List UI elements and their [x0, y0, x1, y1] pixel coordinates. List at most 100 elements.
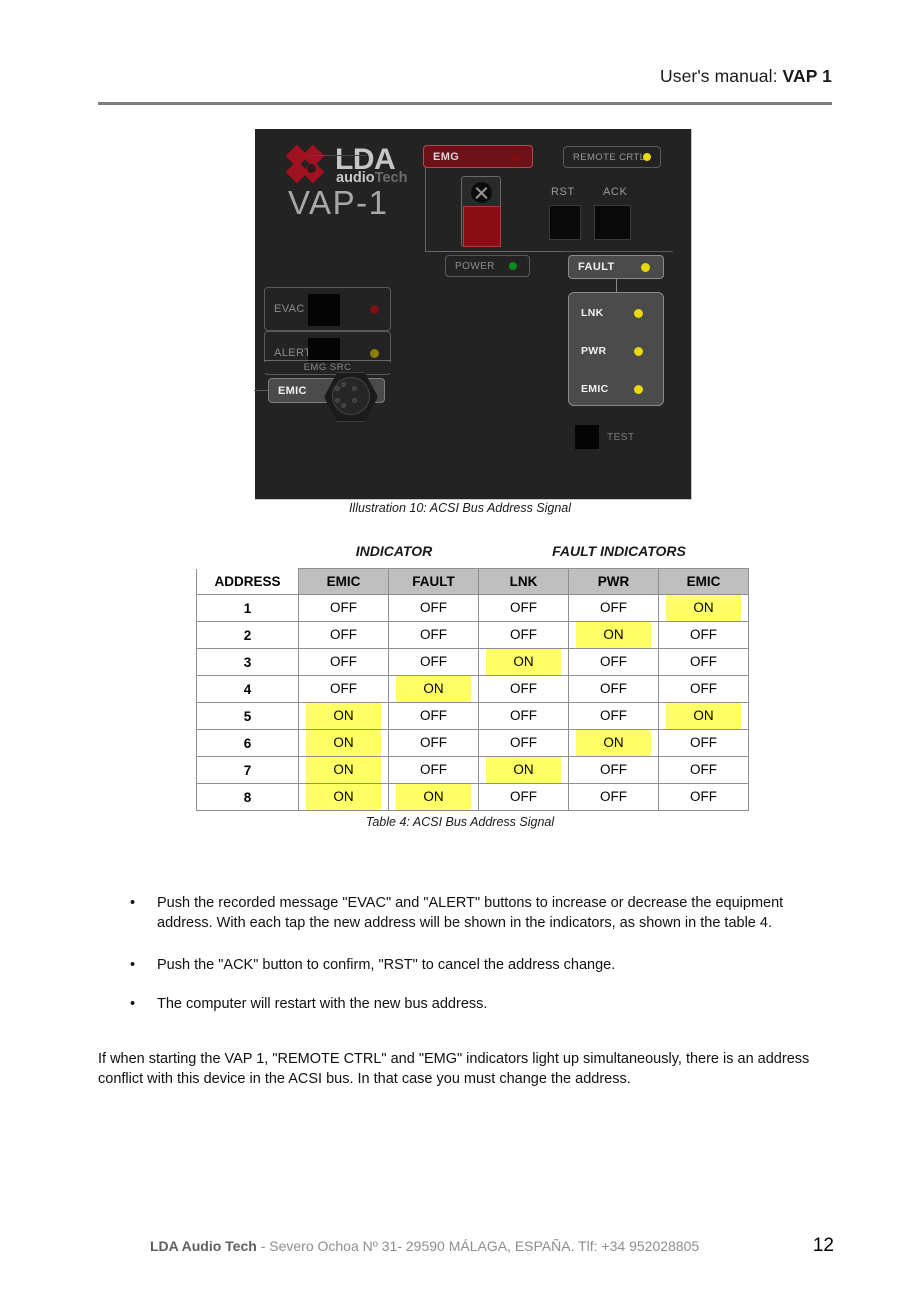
state-off: OFF — [330, 627, 357, 642]
closing-paragraph: If when starting the VAP 1, "REMOTE CTRL… — [98, 1051, 810, 1087]
cell-state: OFF — [298, 594, 389, 622]
bullet-marker: • — [130, 895, 136, 911]
state-off: OFF — [690, 627, 717, 642]
cell-state: OFF — [568, 702, 659, 730]
connector-pin — [335, 386, 340, 391]
connector-face — [332, 377, 370, 415]
connector-pin — [335, 398, 340, 403]
cell-state: OFF — [478, 594, 569, 622]
footer-company: LDA Audio Tech — [150, 1238, 257, 1254]
test-button[interactable] — [575, 425, 599, 449]
state-off: OFF — [690, 735, 717, 750]
cell-state: ON — [388, 783, 479, 811]
state-off: OFF — [330, 654, 357, 669]
fault-lnk-led-icon — [634, 309, 643, 318]
group-label-fault-indicators: FAULT INDICATORS — [552, 543, 686, 559]
ack-button[interactable] — [594, 205, 631, 240]
state-on: ON — [306, 784, 381, 810]
bullet-marker: • — [130, 996, 136, 1012]
state-off: OFF — [600, 654, 627, 669]
state-off: OFF — [420, 735, 447, 750]
state-off: OFF — [600, 762, 627, 777]
cell-state: ON — [388, 675, 479, 703]
fault-emic-label: EMIC — [581, 383, 609, 395]
state-off: OFF — [510, 789, 537, 804]
alert-label: ALERT — [274, 347, 312, 359]
fault-connector-line — [616, 279, 617, 293]
emg-x-icon — [471, 182, 492, 203]
connector-pin — [341, 403, 346, 408]
header-title: User's manual: VAP 1 — [98, 66, 832, 87]
list-item: • Push the "ACK" button to confirm, "RST… — [98, 955, 834, 975]
cell-state: ON — [298, 729, 389, 757]
cell-state: ON — [478, 756, 569, 784]
state-on: ON — [306, 730, 381, 756]
state-off: OFF — [420, 654, 447, 669]
rst-button[interactable] — [549, 205, 581, 240]
state-off: OFF — [510, 600, 537, 615]
cell-address: 7 — [196, 756, 299, 784]
emg-red-button-face[interactable] — [463, 206, 501, 247]
cell-state: OFF — [568, 675, 659, 703]
cell-state: ON — [568, 729, 659, 757]
state-on: ON — [306, 703, 381, 729]
evac-control[interactable]: EVAC — [264, 287, 391, 331]
instructions-list: • Push the recorded message "EVAC" and "… — [98, 893, 834, 1032]
fault-label: FAULT — [578, 261, 615, 273]
state-on: ON — [576, 622, 651, 648]
remote-ctrl-led-icon — [643, 153, 651, 161]
lda-subtitle-audio: audio — [336, 170, 375, 186]
cell-address: 5 — [196, 702, 299, 730]
cell-state: OFF — [478, 729, 569, 757]
cell-state: ON — [658, 594, 749, 622]
state-off: OFF — [600, 600, 627, 615]
cell-state: OFF — [658, 648, 749, 676]
test-label: TEST — [607, 432, 635, 443]
state-off: OFF — [690, 654, 717, 669]
state-off: OFF — [690, 789, 717, 804]
state-off: OFF — [510, 627, 537, 642]
list-item-text: Push the recorded message "EVAC" and "AL… — [157, 895, 784, 931]
remote-ctrl-indicator: REMOTE CRTL — [563, 146, 661, 168]
emg-connector-line — [563, 251, 673, 252]
fault-pwr-label: PWR — [581, 345, 607, 357]
cell-state: OFF — [298, 675, 389, 703]
cell-state: ON — [568, 621, 659, 649]
microphone-lead-line — [309, 155, 367, 156]
cell-state: ON — [298, 783, 389, 811]
cell-address: 1 — [196, 594, 299, 622]
cell-state: ON — [478, 648, 569, 676]
table-head: ADDRESS EMIC FAULT LNK PWR EMIC — [196, 568, 749, 595]
cell-state: OFF — [298, 621, 389, 649]
connector-pin — [341, 382, 346, 387]
cell-address: 4 — [196, 675, 299, 703]
state-on: ON — [486, 757, 561, 783]
state-off: OFF — [600, 789, 627, 804]
evac-button[interactable] — [308, 294, 340, 326]
cell-state: ON — [298, 756, 389, 784]
remote-ctrl-label: REMOTE CRTL — [573, 151, 646, 163]
cell-state: OFF — [658, 729, 749, 757]
emg-label: EMG — [433, 150, 460, 163]
power-indicator: POWER — [445, 255, 530, 277]
emg-button[interactable] — [461, 176, 501, 247]
fault-indicator: FAULT — [568, 255, 664, 279]
header-product: VAP 1 — [782, 66, 832, 86]
state-off: OFF — [420, 708, 447, 723]
cell-state: OFF — [568, 594, 659, 622]
bullet-marker: • — [130, 957, 136, 973]
column-header-emic-indicator: EMIC — [298, 568, 389, 595]
cell-state: OFF — [478, 675, 569, 703]
lda-diamond-mark-icon — [285, 144, 332, 187]
fault-row-pwr: PWR — [569, 343, 663, 361]
evac-label: EVAC — [274, 303, 305, 315]
emg-led-icon — [512, 153, 521, 162]
